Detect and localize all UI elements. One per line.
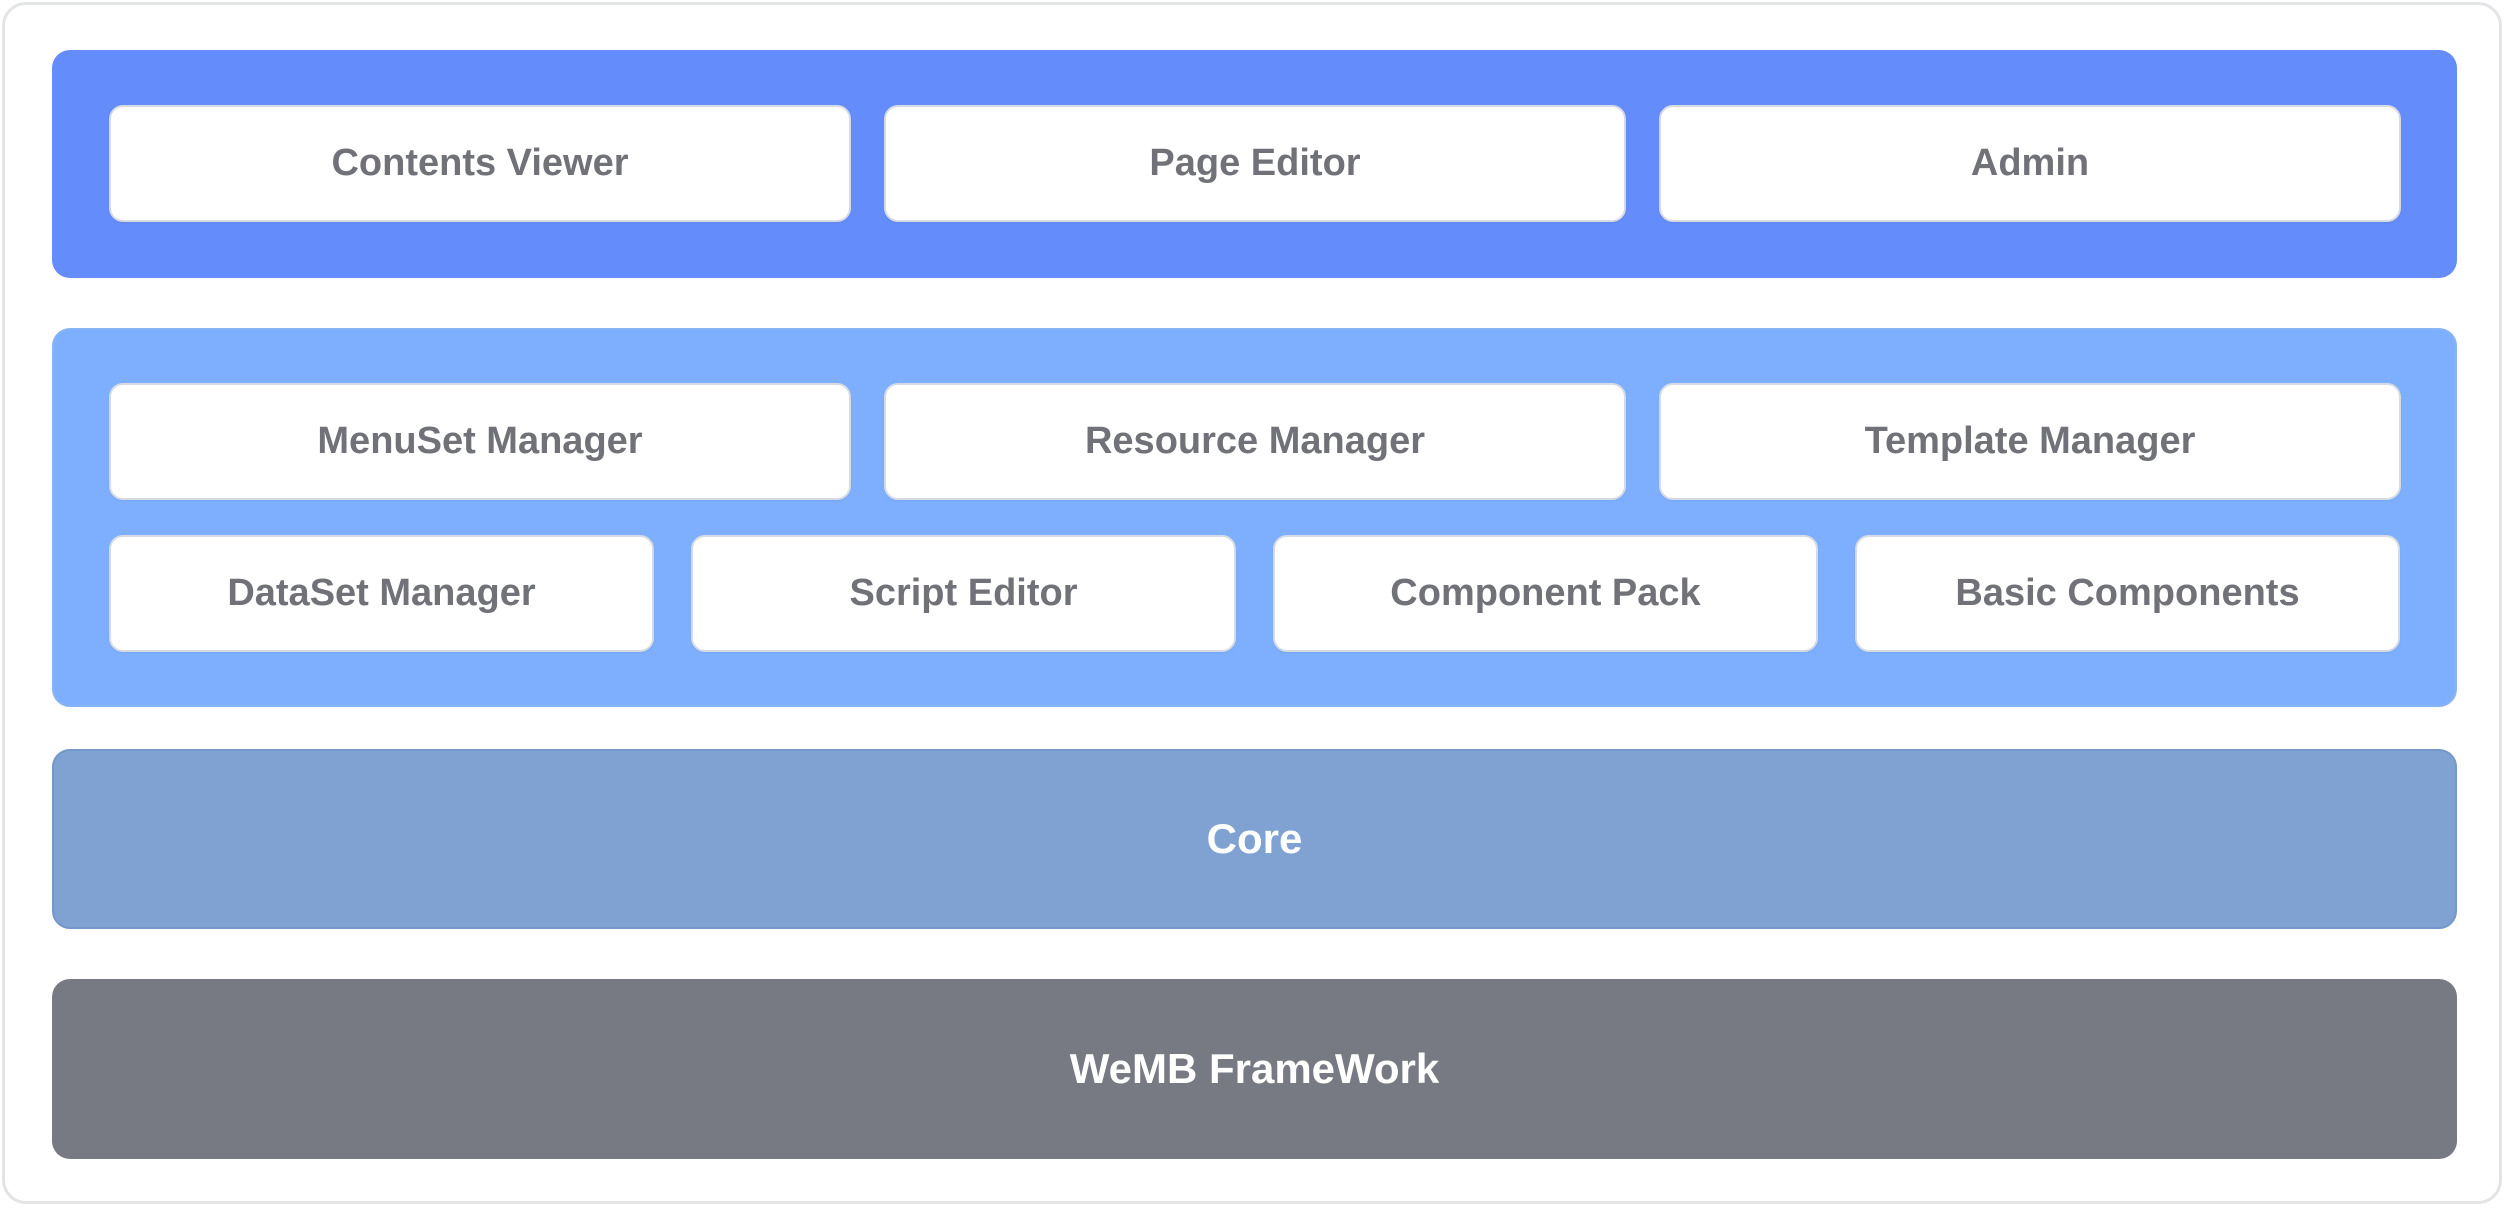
dataset-manager-box: DataSet Manager (109, 535, 654, 652)
application-layer: Contents Viewer Page Editor Admin (52, 50, 2457, 278)
framework-layer: WeMB FrameWork (52, 979, 2457, 1159)
template-manager-box: Template Manager (1659, 383, 2401, 500)
core-label: Core (1206, 815, 1303, 862)
admin-box: Admin (1659, 105, 2401, 222)
core-layer: Core (52, 749, 2457, 929)
component-pack-box: Component Pack (1273, 535, 1818, 652)
contents-viewer-box: Contents Viewer (109, 105, 851, 222)
resource-manager-box: Resource Manager (884, 383, 1626, 500)
basic-components-box: Basic Components (1855, 535, 2400, 652)
menuset-manager-box: MenuSet Manager (109, 383, 851, 500)
script-editor-box: Script Editor (691, 535, 1236, 652)
modules-layer: MenuSet Manager Resource Manager Templat… (52, 328, 2457, 707)
page-editor-box: Page Editor (884, 105, 1626, 222)
framework-label: WeMB FrameWork (1069, 1045, 1440, 1092)
